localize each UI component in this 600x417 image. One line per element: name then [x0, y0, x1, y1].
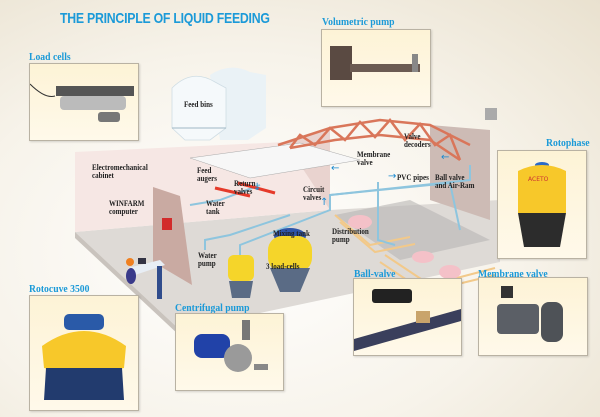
label-line: tank: [206, 207, 220, 216]
label-line: Water: [198, 251, 217, 260]
label-line: Water: [206, 199, 225, 208]
label-line: Ball valve: [435, 173, 465, 182]
volumetric-pump-photo: [321, 29, 431, 107]
svg-text:←: ←: [331, 163, 339, 174]
roof-truss: [277, 118, 471, 162]
flow-arrows: ← → ← ↓ ↑: [253, 152, 449, 208]
rotocuve-title: Rotocuve 3500: [29, 283, 90, 295]
pvc-pipes: [189, 165, 471, 260]
load-cells-photo: [29, 63, 139, 141]
label-line: decoders: [404, 140, 431, 149]
winfarm-computer-desk: [126, 258, 165, 299]
label-line: WINFARM: [109, 199, 145, 208]
volumetric-pump-title: Volumetric pump: [322, 16, 395, 28]
mixing-tank: [268, 228, 312, 292]
svg-text:↑: ↑: [320, 197, 328, 208]
membrane-valve-photo: [478, 277, 588, 356]
rotocuve-photo: [29, 295, 139, 411]
label-line: Distribution: [332, 227, 369, 236]
pigs: [348, 215, 461, 279]
label-line: valves: [303, 193, 322, 202]
svg-text:→: →: [388, 171, 396, 182]
label-line: Electromechanical: [92, 163, 148, 172]
label-line: Membrane: [357, 150, 391, 159]
label-line: valves: [234, 187, 253, 196]
feed-bins-label: Feed bins: [184, 100, 213, 109]
label-line: pump: [198, 259, 216, 268]
feed-bins: [171, 67, 266, 141]
label-line: Circuit: [303, 185, 325, 194]
load-cells-count-label: 3 load-cells: [266, 262, 300, 271]
label-line: augers: [197, 174, 217, 183]
label-line: Feed: [197, 166, 212, 175]
electromechanical-cabinet: [153, 187, 192, 285]
mixing-tank-label: Mixing tank: [273, 229, 310, 238]
centrifugal-pump-photo: [175, 313, 284, 391]
pig-pen-grid: [335, 200, 490, 260]
ceiling-panels: [189, 142, 361, 179]
brand-logo: ACETO: [528, 176, 549, 183]
control-panel: [162, 218, 172, 230]
label-line: cabinet: [92, 171, 114, 180]
label-line: Valve: [404, 132, 421, 141]
centrifugal-pump-title: Centrifugal pump: [175, 302, 250, 314]
rotophase-title: Rotophase: [546, 137, 590, 149]
load-cells-title: Load cells: [29, 51, 71, 63]
barn-floor-front: [75, 232, 180, 336]
svg-text:←: ←: [441, 152, 449, 163]
svg-text:↓: ↓: [253, 182, 261, 193]
feed-augers: [214, 181, 276, 198]
ball-valve-photo: [353, 278, 462, 356]
label-line: computer: [109, 207, 138, 216]
rotophase-photo: ACETO: [497, 150, 587, 259]
page-title: THE PRINCIPLE OF LIQUID FEEDING: [60, 10, 270, 27]
label-line: pump: [332, 235, 350, 244]
water-tank: [228, 255, 254, 298]
roof-ventilator: [485, 108, 497, 120]
ball-valve-title: Ball-valve: [354, 268, 396, 280]
label-line: valve: [357, 158, 373, 167]
pvc-pipes-label: PVC pipes: [397, 173, 429, 182]
label-line: Return: [234, 179, 256, 188]
label-line: and Air-Ram: [435, 181, 475, 190]
